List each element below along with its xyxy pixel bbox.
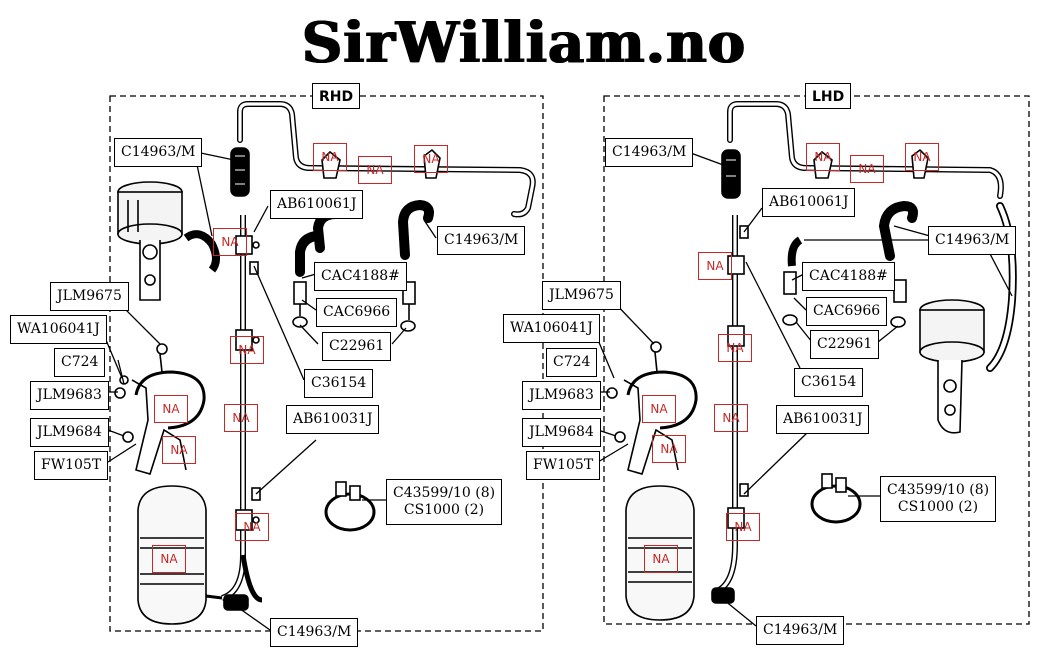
lhd-fuel-pump xyxy=(919,299,985,434)
lhd-canister xyxy=(625,485,695,621)
lhd-part-cs1000-line2: CS1000 (2) xyxy=(897,499,979,515)
rhd-part-jlm9675[interactable]: JLM9675 xyxy=(50,282,129,311)
rhd-na-marker-1: NA xyxy=(313,143,347,171)
rhd-fuel-pump xyxy=(117,181,220,301)
rhd-na-marker-2: NA xyxy=(358,156,392,184)
lhd-na-marker-3: NA xyxy=(905,143,939,171)
rhd-na-marker-8: NA xyxy=(162,436,196,464)
rhd-na-marker-5: NA xyxy=(230,336,264,364)
lhd-na-marker-1: NA xyxy=(806,143,840,171)
rhd-part-c43599-line1: C43599/10 (8) xyxy=(393,485,496,501)
rhd-part-c14963-bottom[interactable]: C14963/M xyxy=(270,618,359,647)
rhd-part-cs1000-line2: CS1000 (2) xyxy=(403,502,485,518)
rhd-part-fw105t[interactable]: FW105T xyxy=(34,451,109,480)
rhd-hose-clamp xyxy=(324,481,376,532)
rhd-part-c14963-right[interactable]: C14963/M xyxy=(437,226,526,255)
lhd-na-marker-6: NA xyxy=(714,404,748,432)
rhd-pipe-clips xyxy=(235,235,261,531)
rhd-canister xyxy=(137,485,223,625)
rhd-part-cac4188[interactable]: CAC4188# xyxy=(314,262,407,291)
lhd-part-jlm9683[interactable]: JLM9683 xyxy=(522,381,601,410)
rhd-hose-right xyxy=(397,199,434,260)
lhd-part-wa106041j[interactable]: WA106041J xyxy=(503,314,600,343)
lhd-part-c14963-right[interactable]: C14963/M xyxy=(928,226,1017,255)
rhd-part-c43599[interactable]: C43599/10 (8) CS1000 (2) xyxy=(386,479,503,525)
lhd-na-marker-2: NA xyxy=(850,155,884,183)
rhd-part-c724[interactable]: C724 xyxy=(54,348,106,377)
lhd-part-cac6966[interactable]: CAC6966 xyxy=(806,297,888,326)
lhd-part-c43599-line1: C43599/10 (8) xyxy=(887,482,990,498)
lhd-part-jlm9675[interactable]: JLM9675 xyxy=(542,281,621,310)
rhd-hose-top xyxy=(230,147,250,197)
rhd-part-ab610031j[interactable]: AB610031J xyxy=(286,405,380,434)
rhd-part-c22961[interactable]: C22961 xyxy=(322,332,392,361)
lhd-part-c43599[interactable]: C43599/10 (8) CS1000 (2) xyxy=(880,476,997,522)
lhd-na-marker-7: NA xyxy=(642,395,676,423)
lhd-na-marker-4: NA xyxy=(698,252,732,280)
site-title: SirWilliam.no xyxy=(301,10,747,76)
rhd-na-marker-9: NA xyxy=(152,545,186,573)
rhd-part-cac6966[interactable]: CAC6966 xyxy=(316,298,398,327)
lhd-part-c36154[interactable]: C36154 xyxy=(794,368,864,397)
rhd-na-marker-10: NA xyxy=(235,513,269,541)
rhd-na-marker-3: NA xyxy=(414,145,448,173)
lhd-part-jlm9684[interactable]: JLM9684 xyxy=(522,418,601,447)
rhd-hose-bottom xyxy=(223,594,249,611)
lhd-na-marker-8: NA xyxy=(652,435,686,463)
rhd-na-marker-6: NA xyxy=(224,404,258,432)
rhd-na-marker-7: NA xyxy=(154,395,188,423)
lhd-artwork xyxy=(597,95,1030,627)
rhd-part-c36154[interactable]: C36154 xyxy=(304,369,374,398)
rhd-panel-label: RHD xyxy=(312,83,361,109)
lhd-strap xyxy=(606,341,698,475)
lhd-part-ab610061j[interactable]: AB610061J xyxy=(762,188,856,217)
rhd-part-jlm9684[interactable]: JLM9684 xyxy=(30,418,109,447)
rhd-strap xyxy=(114,343,206,475)
lhd-part-ab610031j[interactable]: AB610031J xyxy=(776,405,870,434)
lhd-part-cac4188[interactable]: CAC4188# xyxy=(802,262,895,291)
rhd-part-jlm9683[interactable]: JLM9683 xyxy=(30,381,109,410)
lhd-hose-bottom xyxy=(711,587,735,604)
lhd-part-fw105t[interactable]: FW105T xyxy=(526,451,601,480)
lhd-hose-top xyxy=(721,149,741,199)
lhd-part-c22961[interactable]: C22961 xyxy=(810,330,880,359)
lhd-hose-clamp xyxy=(810,473,862,524)
rhd-part-wa106041j[interactable]: WA106041J xyxy=(10,315,107,344)
rhd-part-ab610061j[interactable]: AB610061J xyxy=(270,190,364,219)
rhd-part-c14963-top[interactable]: C14963/M xyxy=(114,138,203,167)
lhd-panel-label: LHD xyxy=(805,83,852,109)
rhd-na-marker-4: NA xyxy=(213,228,247,256)
lhd-na-marker-9: NA xyxy=(644,545,678,573)
lhd-part-c14963-top[interactable]: C14963/M xyxy=(605,138,694,167)
lhd-na-marker-5: NA xyxy=(718,334,752,362)
lhd-part-c14963-bottom[interactable]: C14963/M xyxy=(756,616,845,645)
lhd-na-marker-10: NA xyxy=(726,513,760,541)
lhd-part-c724[interactable]: C724 xyxy=(546,348,598,377)
